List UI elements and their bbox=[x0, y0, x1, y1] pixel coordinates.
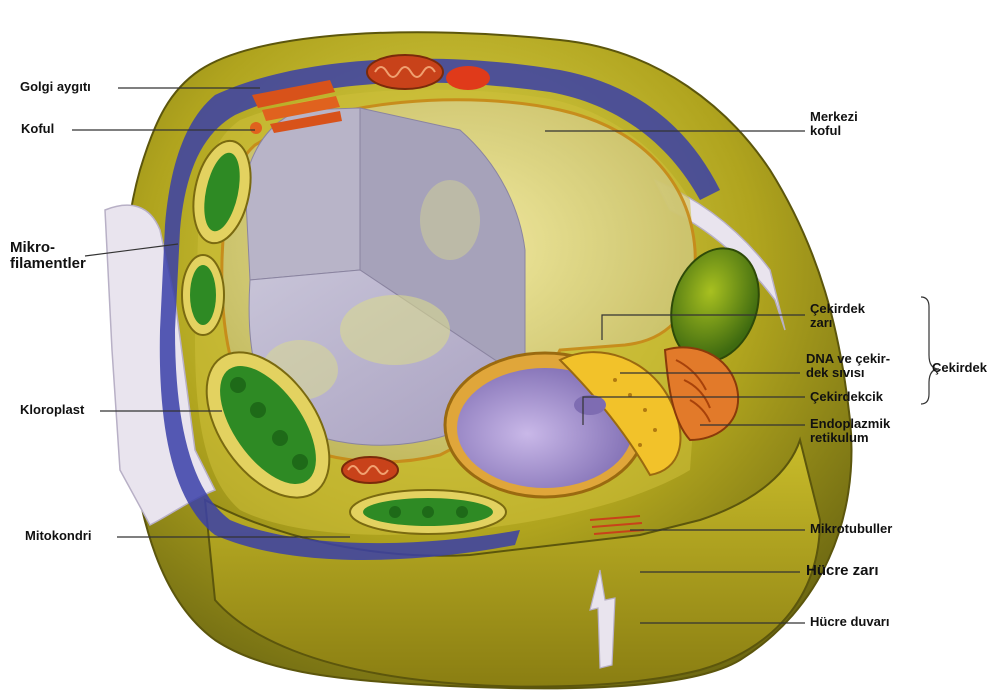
label-cell-membrane: Hücre zarı bbox=[806, 563, 879, 579]
label-mitochondria: Mitokondri bbox=[25, 529, 91, 543]
mitochondrion-bottom bbox=[342, 457, 398, 483]
chloroplast-bottom bbox=[350, 490, 506, 534]
label-microtubules: Mikrotubuller bbox=[810, 522, 892, 536]
vacuole-spot bbox=[420, 180, 480, 260]
label-nucleus: Çekirdek bbox=[932, 361, 987, 375]
label-endoplasmic-reticulum: Endoplazmik retikulum bbox=[810, 417, 890, 445]
nucleolus bbox=[574, 395, 606, 415]
red-organelle bbox=[446, 66, 490, 90]
label-microfilaments: Mikro- filamentler bbox=[10, 240, 86, 272]
label-central-vacuole: Merkezi koful bbox=[810, 110, 858, 138]
label-chloroplast: Kloroplast bbox=[20, 403, 84, 417]
label-nucleolus: Çekirdekcik bbox=[810, 390, 883, 404]
chloroplast-middle bbox=[182, 255, 224, 335]
label-koful: Koful bbox=[21, 122, 54, 136]
vacuole-spot bbox=[340, 295, 450, 365]
label-dna-nucleoplasm: DNA ve çekir- dek sıvısı bbox=[806, 352, 890, 380]
label-cell-wall: Hücre duvarı bbox=[810, 615, 889, 629]
label-golgi: Golgi aygıtı bbox=[20, 80, 91, 94]
mitochondrion-top bbox=[367, 55, 443, 89]
label-nuclear-membrane: Çekirdek zarı bbox=[810, 302, 865, 330]
